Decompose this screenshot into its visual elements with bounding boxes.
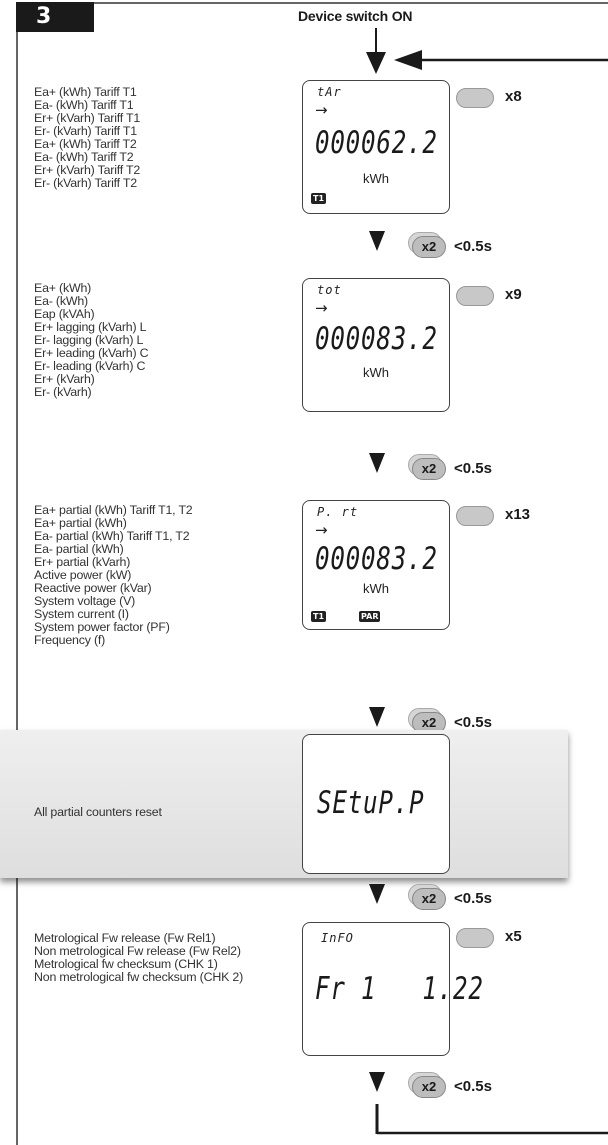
button-icon	[456, 88, 494, 108]
list-item: System power factor (PF)	[34, 620, 170, 634]
list-item: Er+ (kVarh) Tariff T2	[34, 163, 141, 177]
lcd-code: P. rt	[317, 505, 359, 519]
flow-arrows	[366, 28, 608, 74]
list-item: Er- (kVarh) Tariff T1	[34, 124, 137, 138]
list-item: Ea- partial (kWh) Tariff T1, T2	[34, 529, 190, 543]
lcd-digits: SEtuP.P	[317, 785, 425, 821]
press-count: x5	[505, 928, 522, 945]
partial-tag: PAR	[359, 611, 381, 622]
list-item: Er- leading (kVarh) C	[34, 359, 146, 373]
list-item: Ea+ (kWh) Tariff T1	[34, 85, 137, 99]
tariff-tag: T1	[311, 193, 327, 204]
time-label: <0.5s	[454, 238, 492, 255]
list-item: System current (I)	[34, 607, 129, 621]
list-item: Er+ lagging (kVarh) L	[34, 320, 147, 334]
section-1-list: Ea+ (kWh) Tariff T1 Ea- (kWh) Tariff T1 …	[34, 86, 140, 190]
frame-left-line	[16, 2, 18, 1145]
frame-top-line	[16, 2, 608, 4]
press-badge: x2	[412, 1076, 446, 1098]
list-item: Eap (kVAh)	[34, 307, 95, 321]
press-count: x9	[505, 286, 522, 303]
section-3-list: Ea+ partial (kWh) Tariff T1, T2 Ea+ part…	[34, 504, 193, 647]
lcd-digits: 000062.2	[315, 125, 438, 161]
list-item: Er- (kVarh)	[34, 385, 92, 399]
list-item: Er+ (kVarh)	[34, 372, 95, 386]
return-loop-line	[375, 1104, 608, 1135]
section-4-label: All partial counters reset	[34, 805, 162, 819]
lcd-display-1: tAr → 000062.2 kWh T1	[302, 80, 450, 214]
section-5-list: Metrological Fw release (Fw Rel1) Non me…	[34, 932, 264, 984]
lcd-unit: kWh	[363, 581, 389, 596]
setup-band	[0, 730, 568, 878]
lcd-display-setup: SEtuP.P	[302, 734, 450, 874]
right-arrow-icon: →	[315, 101, 328, 119]
right-arrow-icon: →	[315, 521, 328, 539]
down-arrow-icon	[369, 707, 385, 727]
list-item: Er+ partial (kVarh)	[34, 555, 131, 569]
time-label: <0.5s	[454, 714, 492, 731]
down-arrow-icon	[369, 1072, 385, 1092]
lcd-code: tAr	[317, 85, 342, 99]
left-arrow-icon	[394, 50, 422, 70]
list-item: Ea- (kWh)	[34, 294, 88, 308]
list-item: Active power (kW)	[34, 568, 132, 582]
press-count: x13	[505, 506, 531, 523]
lcd-digits: Fr 1 1.22	[315, 971, 484, 1007]
list-item: Er- (kVarh) Tariff T2	[34, 176, 137, 190]
button-icon	[456, 506, 494, 526]
down-arrow-icon	[366, 52, 386, 74]
step-badge: 3	[16, 2, 94, 32]
lcd-digits: 000083.2	[315, 321, 438, 357]
down-arrow-icon	[369, 884, 385, 904]
press-badge: x2	[412, 236, 446, 258]
time-label: <0.5s	[454, 890, 492, 907]
list-item: Ea+ (kWh) Tariff T2	[34, 137, 137, 151]
page-title: Device switch ON	[298, 8, 413, 24]
time-label: <0.5s	[454, 460, 492, 477]
lcd-display-5: InFO Fr 1 1.22	[302, 922, 483, 1056]
list-item: Ea- partial (kWh)	[34, 542, 124, 556]
button-icon	[456, 286, 494, 306]
list-item: Metrological fw checksum (CHK 1)	[34, 957, 218, 971]
list-item: Reactive power (kVar)	[34, 581, 152, 595]
list-item: Ea- (kWh) Tariff T1	[34, 98, 134, 112]
list-item: System voltage (V)	[34, 594, 136, 608]
right-arrow-icon: →	[315, 299, 328, 317]
list-item: Non metrological Fw release (Fw Rel2)	[34, 944, 241, 958]
list-item: Non metrological fw checksum (CHK 2)	[34, 970, 244, 984]
list-item: Er- lagging (kVarh) L	[34, 333, 144, 347]
lcd-code: InFO	[321, 931, 354, 945]
list-item: Er+ (kVarh) Tariff T1	[34, 111, 141, 125]
lcd-display-2: tot → 000083.2 kWh	[302, 278, 450, 412]
list-item: Ea+ partial (kWh) Tariff T1, T2	[34, 503, 193, 517]
lcd-display-3: P. rt → 000083.2 kWh T1 PAR	[302, 500, 450, 630]
lcd-code: tot	[317, 283, 342, 297]
section-2-list: Ea+ (kWh) Ea- (kWh) Eap (kVAh) Er+ laggi…	[34, 281, 149, 399]
tariff-tag: T1	[311, 611, 327, 622]
press-badge: x2	[412, 458, 446, 480]
list-item: Ea+ (kWh)	[34, 281, 92, 295]
lcd-unit: kWh	[363, 171, 389, 186]
list-item: Metrological Fw release (Fw Rel1)	[34, 931, 216, 945]
lcd-digits: 000083.2	[315, 541, 438, 577]
list-item: Frequency (f)	[34, 633, 106, 647]
down-arrow-icon	[369, 231, 385, 251]
button-icon	[456, 928, 494, 948]
time-label: <0.5s	[454, 1078, 492, 1095]
list-item: Ea- (kWh) Tariff T2	[34, 150, 134, 164]
list-item: Ea+ partial (kWh)	[34, 516, 127, 530]
press-count: x8	[505, 88, 522, 105]
lcd-unit: kWh	[363, 365, 389, 380]
down-arrow-icon	[369, 453, 385, 473]
list-item: Er+ leading (kVarh) C	[34, 346, 149, 360]
press-badge: x2	[412, 888, 446, 910]
